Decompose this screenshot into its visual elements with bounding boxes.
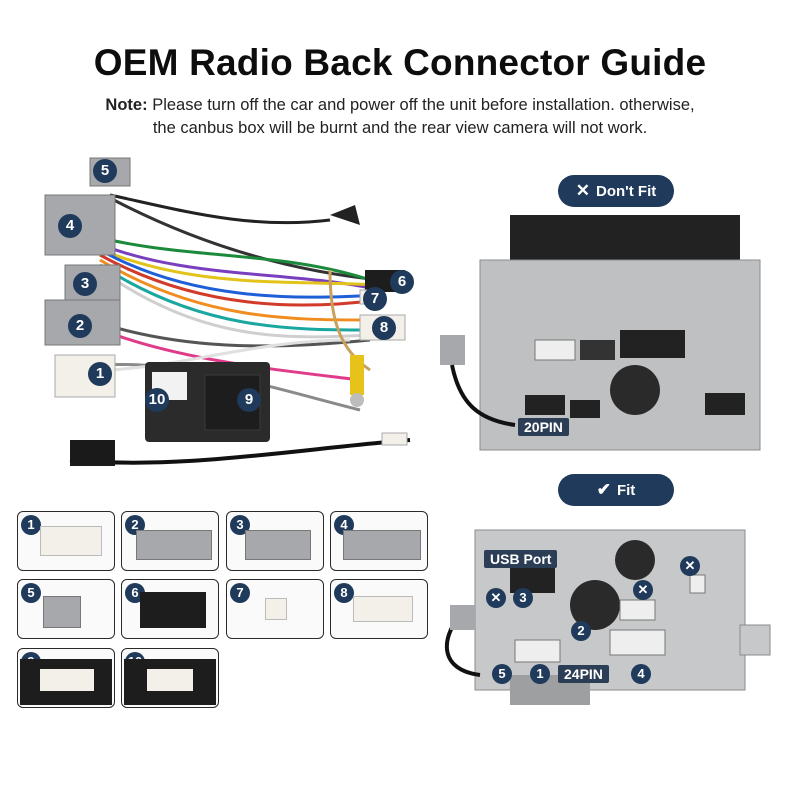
connector-socket bbox=[40, 669, 94, 691]
not-used-x-icon-1: ✕ bbox=[486, 588, 506, 608]
fit-number-4: 4 bbox=[631, 664, 651, 684]
harness-number-4: 4 bbox=[58, 214, 82, 238]
not-used-x-icon-2: ✕ bbox=[633, 580, 653, 600]
harness-number-5: 5 bbox=[93, 159, 117, 183]
usb-port-label: USB Port bbox=[484, 550, 558, 568]
fit-number-2: 2 bbox=[571, 621, 591, 641]
connector-thumb-2: 2 bbox=[121, 511, 219, 571]
dont-fit-label: ✕Don't Fit bbox=[558, 175, 674, 207]
connector-thumb-4: 4 bbox=[330, 511, 428, 571]
connector-thumb-10: 10 bbox=[121, 648, 219, 708]
harness-number-10: 10 bbox=[145, 388, 169, 412]
harness-number-2: 2 bbox=[68, 314, 92, 338]
connector-shape bbox=[140, 592, 206, 628]
connector-thumb-7: 7 bbox=[226, 579, 324, 639]
connector-thumb-8: 8 bbox=[330, 579, 428, 639]
connector-shape bbox=[265, 598, 287, 620]
fit-label: ✔Fit bbox=[558, 474, 674, 506]
fit-24pin-label: 24PIN bbox=[558, 665, 609, 683]
connector-shape bbox=[343, 530, 421, 560]
harness-number-6: 6 bbox=[390, 270, 414, 294]
note-line-2: the canbus box will be burnt and the rea… bbox=[152, 119, 648, 137]
note-label: Note: bbox=[105, 96, 148, 114]
connector-shape bbox=[245, 530, 311, 560]
not-used-x-icon-3: ✕ bbox=[680, 556, 700, 576]
harness-number-1: 1 bbox=[88, 362, 112, 386]
fit-number-5: 5 bbox=[492, 664, 512, 684]
fit-number-1: 1 bbox=[530, 664, 550, 684]
note-line-1: Please turn off the car and power off th… bbox=[152, 96, 695, 114]
check-icon: ✔ bbox=[596, 480, 611, 499]
connector-thumb-1: 1 bbox=[17, 511, 115, 571]
wiring-harness-illustration bbox=[44, 157, 411, 466]
connector-thumb-6: 6 bbox=[121, 579, 219, 639]
connector-thumb-9: 9 bbox=[17, 648, 115, 708]
connector-shape bbox=[136, 530, 212, 560]
harness-number-7: 7 bbox=[363, 287, 387, 311]
connector-socket bbox=[147, 669, 193, 691]
dont-fit-radio-unit bbox=[440, 215, 761, 451]
installation-note: Note: Please turn off the car and power … bbox=[40, 94, 760, 140]
connector-thumb-5: 5 bbox=[17, 579, 115, 639]
connector-thumb-3: 3 bbox=[226, 511, 324, 571]
fit-number-3: 3 bbox=[513, 588, 533, 608]
connector-shape bbox=[43, 596, 81, 628]
harness-number-3: 3 bbox=[73, 272, 97, 296]
connector-shape bbox=[40, 526, 102, 556]
harness-number-8: 8 bbox=[372, 316, 396, 340]
dont-fit-20pin-label: 20PIN bbox=[518, 418, 569, 436]
harness-number-9: 9 bbox=[237, 388, 261, 412]
x-icon: ✕ bbox=[575, 181, 591, 200]
connector-shape bbox=[353, 596, 413, 622]
page-title: OEM Radio Back Connector Guide bbox=[93, 42, 707, 83]
